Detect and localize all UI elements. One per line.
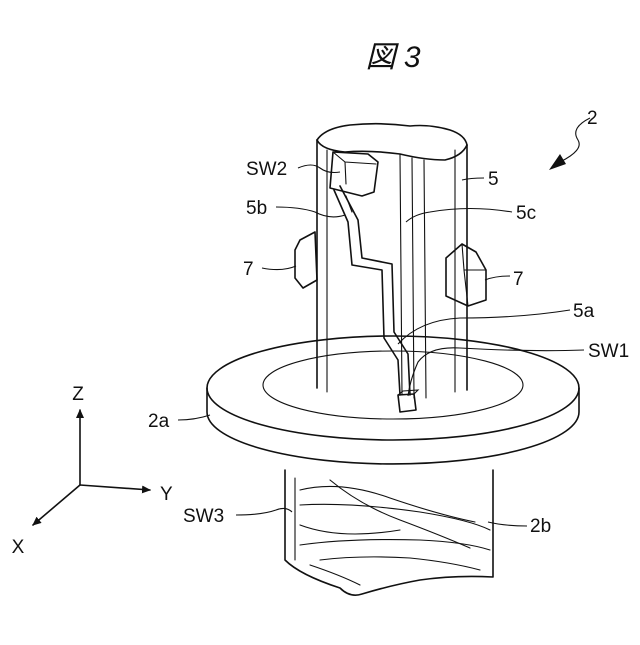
label-assembly: 2 — [587, 108, 598, 129]
x-axis-label: X — [12, 537, 25, 558]
lower-cylinder-2b — [285, 470, 493, 595]
label-7-right: 7 — [513, 269, 524, 290]
label-2b: 2b — [530, 516, 551, 537]
leader-sw1 — [408, 348, 584, 396]
leader-5 — [462, 178, 484, 180]
label-5: 5 — [488, 169, 499, 190]
label-5b: 5b — [246, 198, 267, 219]
assembly-indicator: 2 — [549, 108, 598, 170]
y-axis-label: Y — [160, 484, 173, 505]
shaft-5 — [317, 124, 467, 398]
sw2-block — [330, 152, 378, 196]
leader-5c — [406, 209, 512, 223]
leader-2a — [178, 415, 210, 420]
z-axis-label: Z — [72, 384, 84, 405]
leader-7-left — [262, 266, 296, 270]
pin-7-right — [446, 244, 486, 306]
leader-sw2 — [298, 165, 340, 173]
flange-2a — [207, 336, 579, 464]
leader-5a — [398, 310, 570, 344]
leader-sw3 — [236, 508, 292, 515]
figure-title: 図 3 — [365, 41, 420, 74]
label-5a: 5a — [573, 301, 595, 322]
pin-7-left — [295, 232, 317, 288]
label-sw2: SW2 — [246, 159, 287, 180]
y-axis-arrow — [80, 485, 150, 490]
leader-7-right — [485, 276, 510, 280]
groove-5b — [334, 186, 410, 395]
leader-2b — [488, 522, 527, 526]
label-2a: 2a — [148, 411, 170, 432]
label-sw1: SW1 — [588, 341, 629, 362]
leader-5b — [276, 207, 345, 217]
label-5c: 5c — [516, 203, 536, 224]
label-sw3: SW3 — [183, 506, 224, 527]
label-7-left: 7 — [243, 259, 254, 280]
reference-labels: SW2 5 5b 5c 7 7 5a SW1 2a SW3 2b — [148, 159, 629, 537]
x-axis-arrow — [33, 485, 80, 525]
